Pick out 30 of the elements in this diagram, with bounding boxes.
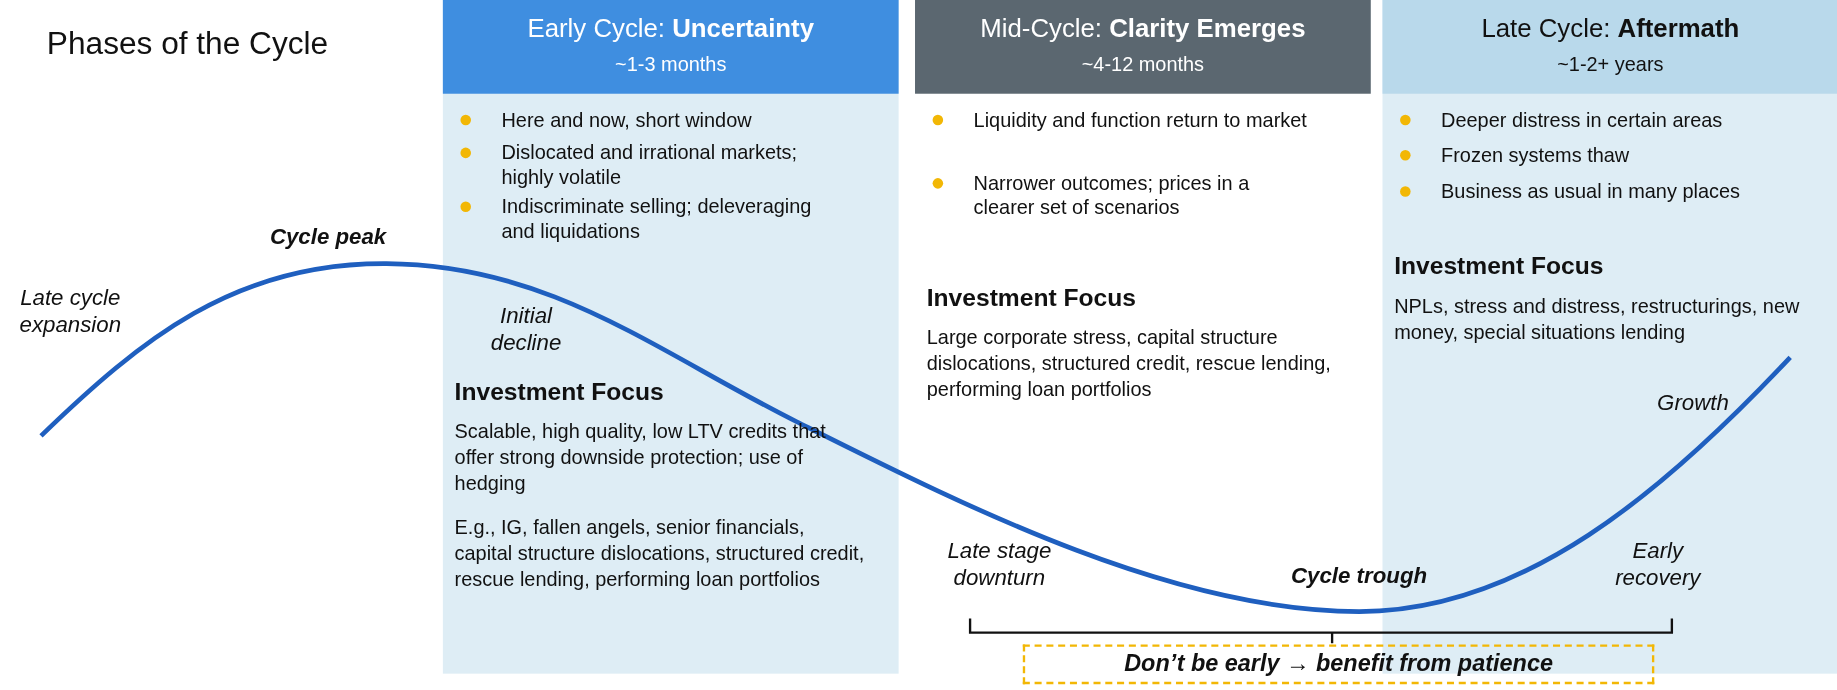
curve-label: Early recovery [1615,536,1701,591]
phase-title: Early Cycle: Uncertainty [526,14,815,45]
bullet-item: Dislocated and irrational markets; highly volatile [454,140,842,190]
section-heading: Investment Focus [1394,251,1604,280]
paragraph: NPLs, stress and distress, restructurings, new money, special situations lending [1394,294,1801,346]
bullet-item: Deeper distress in certain areas [1394,107,1781,133]
diagram-title: Phases of the Cycle [46,25,329,63]
phase-title: Mid-Cycle: Clarity Emerges [979,14,1307,45]
curve-label: Late cycle expansion [19,283,122,338]
phase-panel [442,0,899,674]
phase-duration: ~1-3 months [614,53,728,78]
section-heading: Investment Focus [454,377,664,406]
curve-label: Cycle peak [269,222,387,250]
paragraph: Large corporate stress, capital structure dislocations, structured credit, rescue lending, performing loan portfolios [926,325,1332,403]
section-heading: Investment Focus [926,283,1136,312]
curve-label: Cycle trough [1291,562,1428,590]
curve-label: Growth [1657,389,1729,416]
bullet-item: Indiscriminate selling; deleveraging and liquidations [454,194,842,244]
callout-box: Don’t be early → benefit from patience [1022,644,1655,685]
bullet-item: Liquidity and function return to market [926,107,1314,133]
bullet-item: Business as usual in many places [1394,179,1781,204]
paragraph: E.g., IG, fallen angels, senior financials, capital structure dislocations, structured credit, rescue lending, performing loan portfolios [454,515,866,593]
phase-title: Late Cycle: Aftermath [1480,14,1741,45]
bullet-item: Narrower outcomes; prices in a clearer set of scenarios [926,171,1314,221]
phase-duration: ~1-2+ years [1556,53,1665,78]
bullet-item: Here and now, short window [454,107,842,133]
curve-label: Initial decline [490,302,562,357]
phase-duration: ~4-12 months [1080,53,1206,78]
curve-label: Late stage downturn [947,536,1052,591]
bullet-item: Frozen systems thaw [1394,142,1781,168]
